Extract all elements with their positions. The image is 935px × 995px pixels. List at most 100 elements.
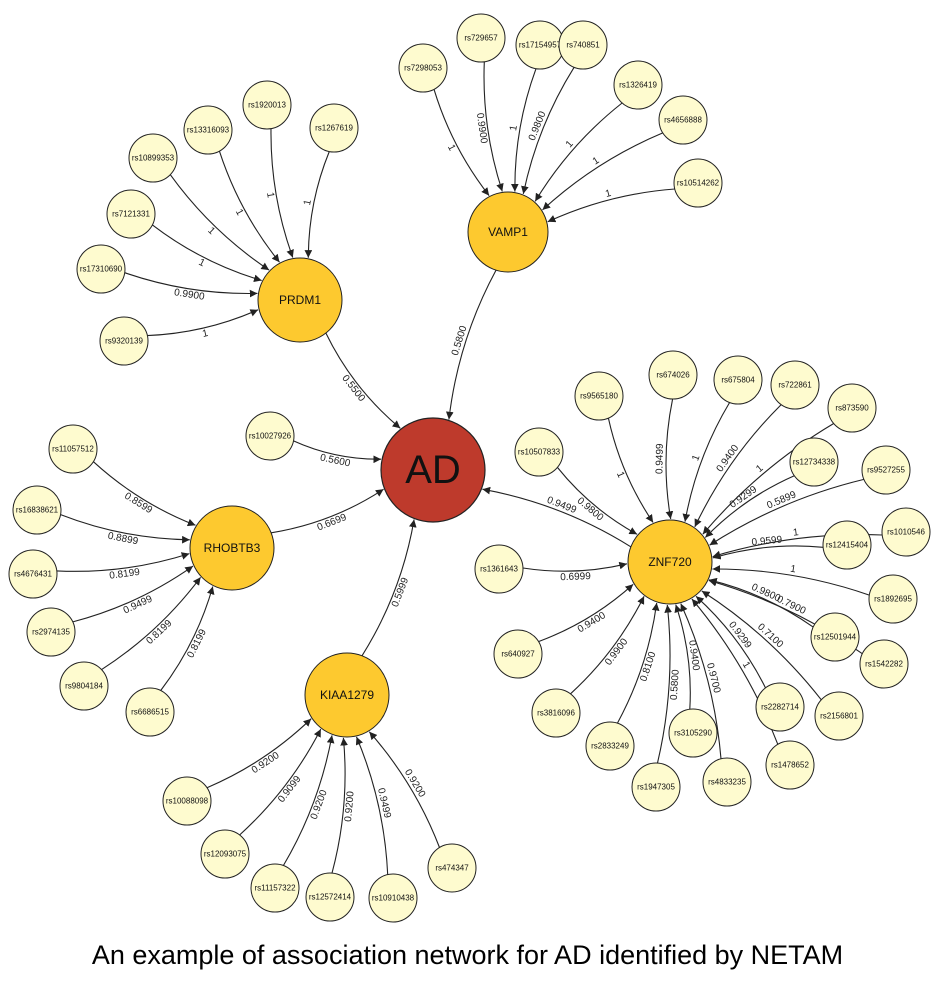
snp-node-rs4833235[interactable]: rs4833235 [702,757,752,807]
snp-node-rs11157322[interactable]: rs11157322 [250,863,300,913]
snp-rs1326419-to-vamp1-weight-label: 1 [564,138,576,150]
snp-node-rs2156801[interactable]: rs2156801 [814,691,864,741]
snp-node-rs10910438[interactable]: rs10910438 [368,873,418,923]
snp-node-rs7298053[interactable]: rs7298053 [398,43,448,93]
snp-node-rs12093075-circle [200,829,250,879]
snp-node-rs12093075-label: rs12093075 [204,850,247,859]
snp-node-rs1010546-circle [881,507,931,557]
gene-node-kiaa1279[interactable]: KIAA1279 [304,652,390,738]
snp-rs4676431-to-rhobtb3-edge [56,552,190,572]
snp-node-rs722861-label: rs722861 [778,381,812,390]
gene-rhobtb3-to-ad-weight-label: 0.6699 [316,512,349,533]
snp-node-rs1947305[interactable]: rs1947305 [631,762,681,812]
snp-node-rs7121331[interactable]: rs7121331 [106,189,156,239]
snp-node-rs12093075[interactable]: rs12093075 [200,829,250,879]
snp-node-rs10507833[interactable]: rs10507833 [514,427,564,477]
snp-node-rs474347[interactable]: rs474347 [427,843,477,893]
snp-node-rs10910438-label: rs10910438 [372,894,415,903]
snp-rs11157322-to-kiaa1279-weight-label: 0.9200 [309,788,330,821]
snp-node-rs12572414[interactable]: rs12572414 [305,872,355,922]
snp-node-rs4676431-circle [8,549,58,599]
snp-node-rs3816096[interactable]: rs3816096 [531,688,581,738]
snp-rs3816096-to-znf720-edge [570,596,645,695]
snp-rs17154957-to-vamp1-weight-label: 1 [508,124,520,132]
snp-node-rs16838621[interactable]: rs16838621 [12,485,62,535]
snp-node-rs3105290[interactable]: rs3105290 [668,708,718,758]
ad-node-label: AD [405,448,461,492]
snp-node-rs10088098[interactable]: rs10088098 [162,776,212,826]
snp-node-rs6686515-circle [125,687,175,737]
snp-node-rs9527255[interactable]: rs9527255 [861,445,911,495]
snp-node-rs11057512[interactable]: rs11057512 [48,424,98,474]
snp-node-rs722861[interactable]: rs722861 [770,360,820,410]
snp-node-rs729657[interactable]: rs729657 [456,13,506,63]
gene-znf720-to-ad-edge [482,486,632,548]
gene-node-prdm1[interactable]: PRDM1 [257,257,343,343]
snp-node-rs10899353[interactable]: rs10899353 [128,133,178,183]
snp-rs1361643-to-znf720-weight-label: 0.6999 [560,571,591,583]
gene-node-znf720[interactable]: ZNF720 [627,519,713,605]
snp-node-rs674026-label: rs674026 [656,371,690,380]
snp-node-rs1267619[interactable]: rs1267619 [309,103,359,153]
snp-rs640927-to-znf720-weight-label: 0.9400 [576,610,608,635]
snp-node-rs17154957[interactable]: rs17154957 [515,20,565,70]
snp-node-rs740851[interactable]: rs740851 [558,20,608,70]
snp-node-rs2833249[interactable]: rs2833249 [585,721,635,771]
snp-node-rs1361643[interactable]: rs1361643 [474,544,524,594]
snp-node-rs1542282-label: rs1542282 [865,660,903,669]
snp-node-rs1920013[interactable]: rs1920013 [242,80,292,130]
snp-rs2156801-to-znf720-weight-label: 0.7100 [755,622,785,651]
snp-node-rs1542282[interactable]: rs1542282 [859,639,909,689]
snp-rs1947305-to-znf720-edge [656,604,672,764]
snp-node-rs13316093[interactable]: rs13316093 [183,105,233,155]
snp-node-rs2974135-label: rs2974135 [32,628,70,637]
snp-rs3105290-to-znf720-weight-label: 0.9400 [686,640,701,672]
snp-node-rs9804184[interactable]: rs9804184 [59,661,109,711]
snp-node-rs10027926-label: rs10027926 [249,432,292,441]
snp-node-rs12734338[interactable]: rs12734338 [789,437,839,487]
snp-node-rs674026[interactable]: rs674026 [648,350,698,400]
snp-node-rs873590[interactable]: rs873590 [827,383,877,433]
snp-node-rs7298053-label: rs7298053 [404,64,442,73]
ad-node[interactable]: AD [380,417,486,523]
snp-rs12415404-to-znf720-edge [712,545,824,560]
snp-rs3105290-to-znf720-edge [674,604,691,710]
snp-node-rs1478652[interactable]: rs1478652 [765,740,815,790]
snp-node-rs17310690[interactable]: rs17310690 [76,244,126,294]
snp-node-rs10027926[interactable]: rs10027926 [245,411,295,461]
snp-node-rs6686515[interactable]: rs6686515 [125,687,175,737]
snp-rs1920013-to-prdm1-edge [270,128,294,258]
snp-node-rs2282714[interactable]: rs2282714 [755,682,805,732]
snp-rs10899353-to-prdm1-edge [169,174,270,271]
snp-node-rs10507833-circle [514,427,564,477]
snp-node-rs2974135[interactable]: rs2974135 [26,607,76,657]
snp-node-rs12572414-circle [305,872,355,922]
snp-rs1361643-to-znf720-edge [522,561,628,572]
snp-node-rs12415404[interactable]: rs12415404 [822,520,872,570]
snp-node-rs9320139-label: rs9320139 [105,337,143,346]
gene-node-rhobtb3[interactable]: RHOBTB3 [189,505,275,591]
snp-node-rs1010546[interactable]: rs1010546 [881,507,931,557]
snp-node-rs2833249-label: rs2833249 [591,742,629,751]
gene-node-znf720-label: ZNF720 [648,555,692,569]
snp-node-rs12501944[interactable]: rs12501944 [810,612,860,662]
snp-node-rs640927[interactable]: rs640927 [493,629,543,679]
snp-node-rs1892695[interactable]: rs1892695 [868,574,918,624]
snp-rs17154957-to-vamp1-edge [510,68,537,192]
snp-node-rs675804[interactable]: rs675804 [713,355,763,405]
gene-node-znf720-circle [627,519,713,605]
snp-node-rs4676431[interactable]: rs4676431 [8,549,58,599]
snp-node-rs9565180[interactable]: rs9565180 [574,371,624,421]
snp-node-rs1326419[interactable]: rs1326419 [613,60,663,110]
snp-node-rs9320139[interactable]: rs9320139 [99,316,149,366]
snp-node-rs4656888-label: rs4656888 [664,116,702,125]
gene-node-vamp1[interactable]: VAMP1 [467,191,549,273]
snp-node-rs10514262[interactable]: rs10514262 [673,158,723,208]
snp-rs12501944-to-znf720-edge [708,577,814,628]
snp-node-rs1920013-label: rs1920013 [248,101,286,110]
snp-rs2282714-to-znf720-weight-label: 0.9299 [726,620,754,651]
snp-rs722861-to-znf720-edge [694,404,782,528]
snp-node-rs4656888[interactable]: rs4656888 [658,95,708,145]
snp-rs740851-to-vamp1-weight-label: 0.9800 [527,110,549,143]
snp-rs10088098-to-kiaa1279-edge [206,718,312,789]
